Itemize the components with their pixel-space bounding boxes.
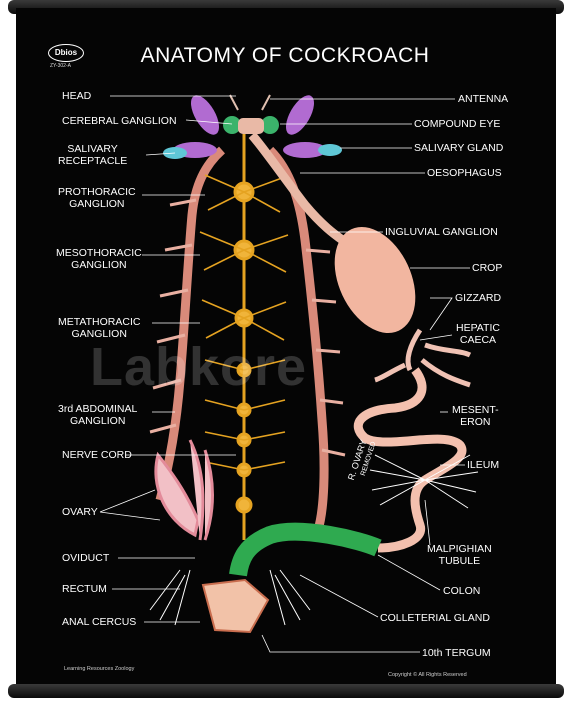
label-oesophagus: OESOPHAGUS	[427, 167, 502, 179]
brand-logo: Dbios	[48, 44, 84, 62]
hepatic-caeca	[374, 328, 472, 388]
label-salivary-receptacle: SALIVARY RECEPTACLE	[58, 143, 128, 167]
label-compound-eye: COMPOUND EYE	[414, 118, 501, 130]
label-malpighian-tubule: MALPIGHIAN TUBULE	[427, 543, 492, 567]
label-crop: CROP	[472, 262, 503, 274]
label-mesenteron: MESENT- ERON	[452, 404, 499, 428]
colon-rectum	[229, 522, 382, 577]
segment-bands	[149, 198, 346, 457]
oesophagus-crop	[248, 132, 416, 333]
label-mesothoracic-ganglion: MESOTHORACIC GANGLION	[56, 247, 142, 271]
label-hepatic-caeca: HEPATIC CAECA	[456, 322, 500, 346]
label-metathoracic-ganglion: METATHORACIC GANGLION	[58, 316, 141, 340]
label-colon: COLON	[443, 585, 481, 597]
label-antenna: ANTENNA	[458, 93, 509, 105]
malpighian-tubules	[369, 454, 479, 509]
watermark-text: Labkore	[90, 337, 308, 397]
genital-region	[149, 569, 311, 634]
mesenteron-ileum	[353, 367, 467, 553]
page-title: ANATOMY OF COCKROACH	[140, 44, 430, 67]
chart-code: ZY-302-A	[50, 63, 71, 69]
label-salivary-gland: SALIVARY GLAND	[414, 142, 504, 154]
body-wall-left	[155, 146, 226, 502]
label-head: HEAD	[62, 90, 92, 102]
label-anal-cercus: ANAL CERCUS	[62, 616, 137, 628]
footer-copyright: Copyright © All Rights Reserved	[388, 672, 467, 678]
nerve-branches	[199, 174, 289, 471]
head-structure	[163, 94, 342, 159]
label-third-abdominal-ganglion: 3rd ABDOMINAL GANGLION	[58, 403, 138, 427]
footer-publisher: Learning Resources Zoology	[64, 666, 135, 672]
label-prothoracic-ganglion: PROTHORACIC GANGLION	[58, 186, 136, 210]
label-oviduct: OVIDUCT	[62, 552, 110, 564]
label-ileum: ILEUM	[467, 459, 500, 471]
label-ovary: OVARY	[62, 506, 98, 518]
bottom-hanging-rod	[8, 684, 564, 698]
leader-lines	[99, 95, 470, 653]
label-gizzard: GIZZARD	[455, 292, 502, 304]
label-ingluvial-ganglion: INGLUVIAL GANGLION	[385, 226, 498, 238]
label-cerebral-ganglion: CEREBRAL GANGLION	[62, 115, 177, 127]
label-tenth-tergum: 10th TERGUM	[422, 647, 491, 659]
label-colleterial-gland: COLLETERIAL GLAND	[380, 612, 490, 624]
label-rectum: RECTUM	[62, 583, 107, 595]
label-nerve-cord: NERVE CORD	[62, 449, 132, 461]
